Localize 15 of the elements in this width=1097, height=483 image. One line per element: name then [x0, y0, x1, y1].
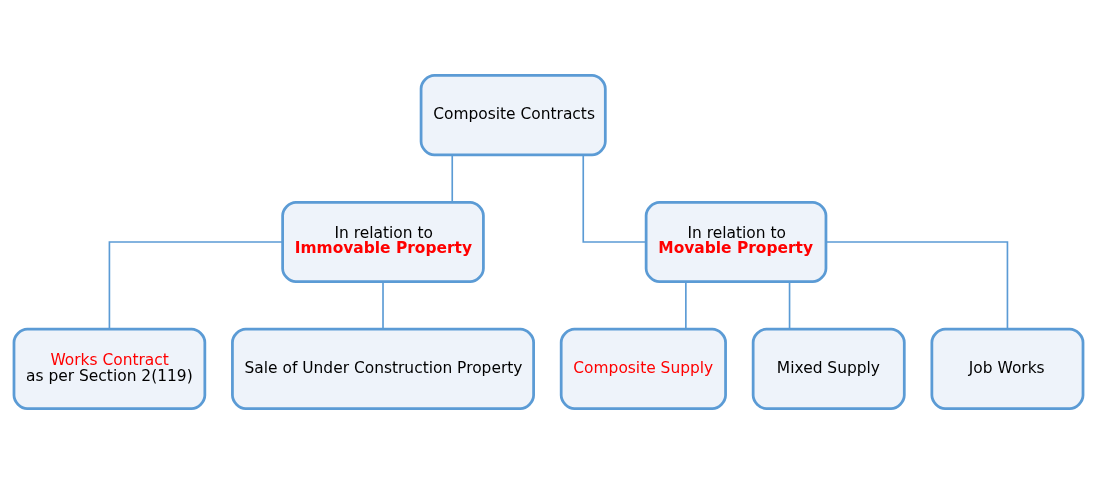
node-box: In relation to Movable Property: [644, 200, 828, 283]
connector: [451, 153, 454, 203]
connector: [582, 153, 647, 243]
node-box: Mixed Supply: [751, 327, 906, 410]
node-box: In relation to Immovable Property: [281, 200, 485, 283]
node-box: Composite Supply: [559, 327, 727, 410]
node-box: Job Works: [930, 327, 1085, 410]
connector: [382, 280, 384, 330]
connector: [788, 280, 791, 330]
node-box: Composite Contracts: [419, 73, 607, 156]
connector: [685, 280, 687, 330]
connector: [825, 240, 1009, 330]
node-box: Sale of Under Construction Property: [231, 327, 535, 410]
node-box: Works Contract as per Section 2(119): [12, 327, 207, 410]
connector: [108, 240, 284, 330]
